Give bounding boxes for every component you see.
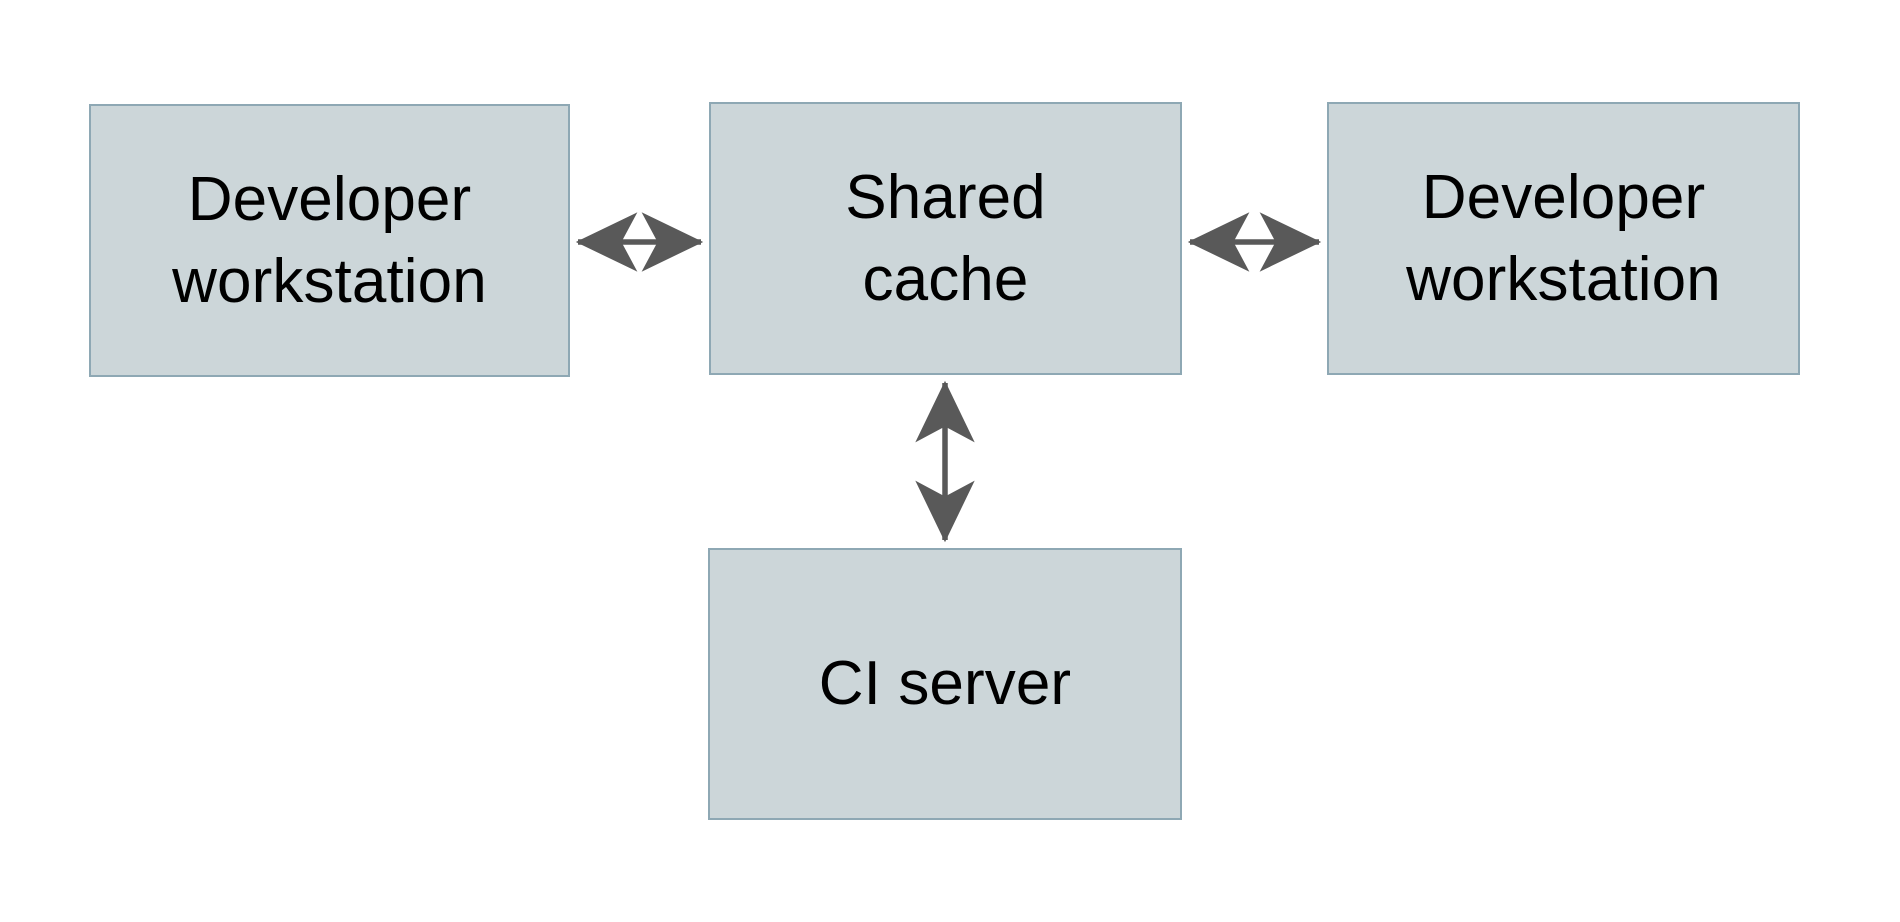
node-label-developer-workstation-right: Developer workstation — [1406, 162, 1721, 314]
node-developer-workstation-right[interactable]: Developer workstation — [1327, 102, 1800, 375]
node-label-developer-workstation-left: Developer workstation — [172, 164, 487, 316]
node-shared-cache[interactable]: Shared cache — [709, 102, 1182, 375]
node-label-ci-server: CI server — [818, 649, 1072, 719]
node-ci-server[interactable]: CI server — [708, 548, 1182, 820]
node-label-shared-cache: Shared cache — [845, 162, 1046, 314]
node-developer-workstation-left[interactable]: Developer workstation — [89, 104, 570, 377]
